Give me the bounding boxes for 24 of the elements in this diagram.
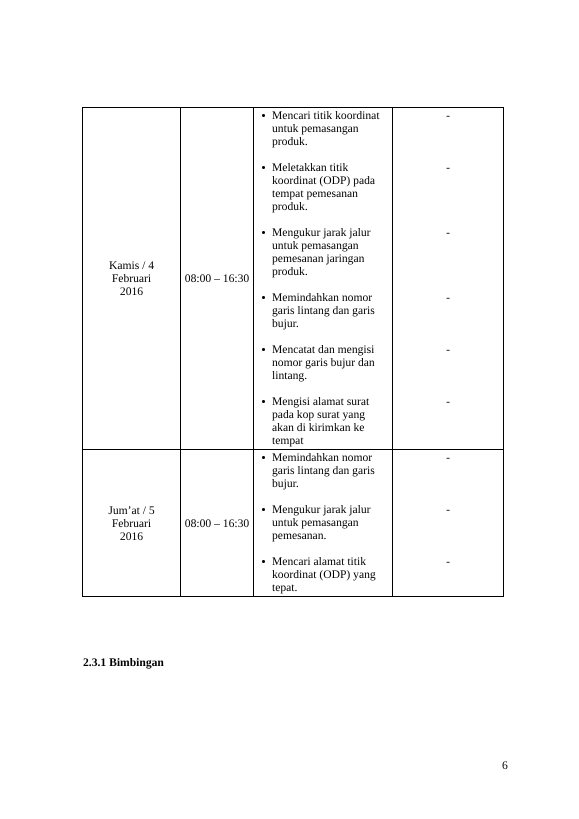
page-number: 6 xyxy=(502,759,508,772)
task-text: Meletakkan titik koordinat (ODP) pada tempat pemesanan produk. xyxy=(272,161,376,213)
task-text: Memindahkan nomor garis lintang dan garis bujur. xyxy=(272,291,376,330)
dash-mark: - xyxy=(446,161,450,174)
section-heading: 2.3.1 Bimbingan xyxy=(83,656,164,669)
dash-mark: - xyxy=(446,451,450,464)
task-text: Mengukur jarak jalur untuk pemasangan pemesanan jaringan produk. xyxy=(272,226,372,278)
dash-mark: - xyxy=(446,395,450,408)
time-text: 08:00 – 16:30 xyxy=(184,516,250,530)
task-text: Mencatat dan mengisi nomor garis bujur dan lintang. xyxy=(272,343,376,382)
task-text: Mencari titik koordinat untuk pemasangan produk. xyxy=(272,109,381,148)
date-text: Jum’at / 5 Februari 2016 xyxy=(107,504,156,542)
dash-mark: - xyxy=(446,555,450,568)
dash-mark: - xyxy=(446,226,450,239)
dash-mark: - xyxy=(446,109,450,122)
task-text: Mengukur jarak jalur untuk pemasangan pemesanan. xyxy=(272,503,372,542)
dash-mark: - xyxy=(446,503,450,516)
dash-mark: - xyxy=(446,343,450,356)
dash-mark: - xyxy=(446,291,450,304)
time-text: 08:00 – 16:30 xyxy=(184,272,250,285)
task-text: Mengisi alamat surat pada kop surat yang akan di kirimkan ke tempat xyxy=(272,395,370,447)
task-text: Mencari alamat titik koordinat (ODP) yang tepat. xyxy=(272,555,377,594)
task-text: Memindahkan nomor garis lintang dan garis bujur. xyxy=(272,451,376,490)
date-text: Kamis / 4 Februari 2016 xyxy=(108,259,156,298)
